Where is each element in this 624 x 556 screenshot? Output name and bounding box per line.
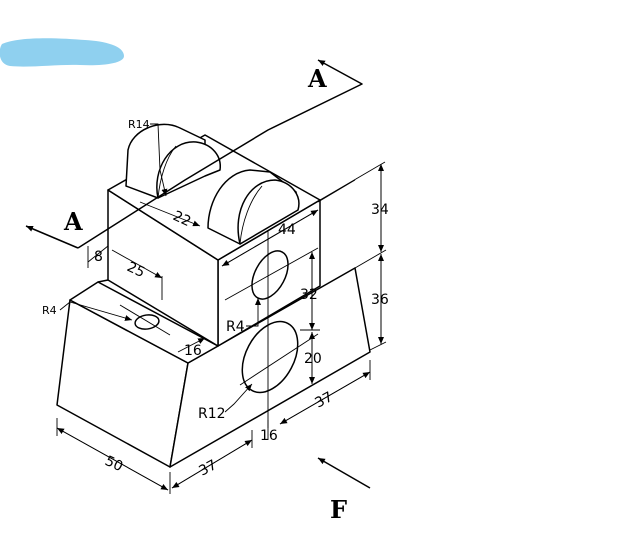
dim-r4-hole: R4 [226,319,245,335]
cylinder-front-face [237,179,300,245]
dim-8: 8 [94,249,103,265]
view-arrow-f [317,457,371,489]
dim-32: 32 [300,287,318,303]
cylinder-back-face [156,141,221,199]
hole-r4-top [134,314,160,330]
dim-37-bottom: 37 [196,457,219,479]
dim-16-slot: 16 [184,343,202,359]
view-label-f: F [330,495,347,524]
cylinder-back [125,123,221,199]
dim-34: 34 [371,202,389,218]
dim-36: 36 [371,292,389,308]
centre-lines [119,230,319,428]
dim-25: 25 [124,259,147,281]
dim-44: 44 [278,222,296,238]
dim-16-bottom: 16 [260,428,278,444]
section-plane-a [25,59,363,249]
dim-50: 50 [102,453,125,475]
dim-20: 20 [304,351,322,367]
dim-r4-left: R4 [42,304,57,317]
dim-37-right: 37 [312,389,335,411]
section-label-left: A [63,207,83,236]
dim-r14: R14 [128,118,150,131]
dim-22: 22 [170,208,193,230]
redaction-blob [0,38,124,67]
section-label-top: A [307,64,327,93]
dim-r12: R12 [198,406,226,422]
cylinder-front [207,169,300,245]
dimension-lines [56,123,387,494]
